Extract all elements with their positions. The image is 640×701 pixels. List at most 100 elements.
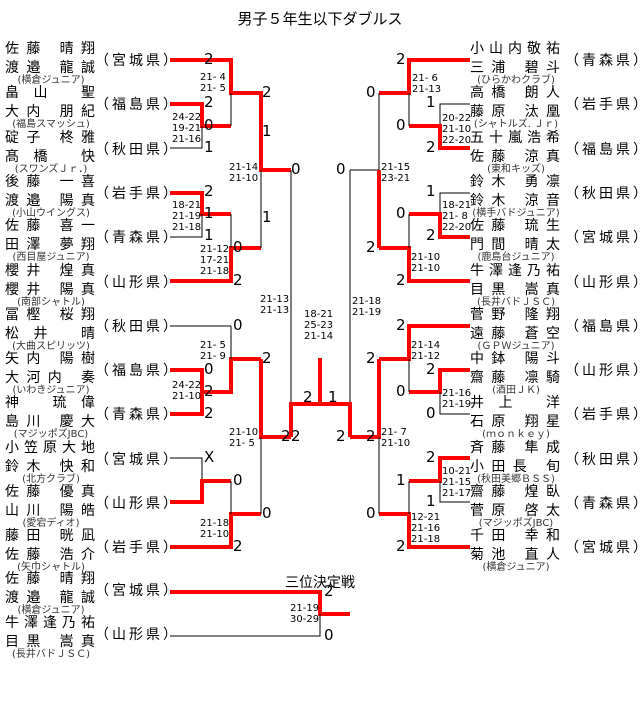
game-scores: 24-22 19-21 21-16 [172,112,202,145]
match-score: 0 [233,471,243,489]
player-names: 牛澤逢乃祐目黒 嵩真 [470,262,562,300]
player-names: 鈴木 勇凛鈴木 涼音 [470,173,562,211]
match-score: 2 [262,83,272,101]
game-scores: 21-14 21-10 [229,162,259,184]
player-name: 牛澤逢乃祐 [5,615,97,631]
team-entry: 藤田 晄凪佐藤 浩介（岩手県）(矢巾シャトル) [0,527,177,573]
match-score: 1 [204,204,214,222]
player-names: 碇子 柊雅髙橋 快 [5,129,97,167]
player-names: 斉藤 隼成小田長 旬 [470,439,562,477]
match-score: 1 [262,122,272,140]
match-score: 2 [336,427,346,445]
game-scores: 24-22 21-10 [172,380,202,402]
player-name: 目黒 嵩真 [470,281,562,298]
prefecture: （岩手県） [95,540,180,557]
club-name: (愛宕ディオ) [22,518,80,529]
player-name: 佐藤 喜一 [5,218,97,235]
player-name: 碇子 柊雅 [5,129,97,146]
match-score: 2 [396,271,406,289]
prefecture: （青森県） [95,407,180,424]
game-scores: 21-18 21-10 [200,518,230,540]
game-scores: 21-13 21-13 [260,294,290,316]
player-name: 三浦 碧斗 [470,60,562,76]
prefecture: （秋田県） [95,318,180,335]
club-name: (マジッポズJBC) [478,518,554,529]
prefecture: （山形県） [95,274,180,291]
loser-path [170,457,203,481]
club-name: (北方クラブ) [22,473,80,485]
player-name: 五十嵐浩希 [470,129,562,146]
player-name: 齋藤 凛騎 [470,370,562,387]
player-names: 齋藤 煌臥菅原 啓太 [470,483,562,521]
team-entry: 碇子 柊雅髙橋 快（秋田県）(スワンズＪｒ．) [0,129,177,175]
player-names: 佐藤 優真山川 陽皓 [5,483,97,521]
winner-path [379,324,470,361]
player-name: 島川 慶大 [5,414,97,431]
game-scores: 21-14 21-12 [411,340,441,362]
match-score: 0 [233,316,243,334]
team-entry: 小笠原大地鈴木 快和（宮城県）(北方クラブ) [0,439,177,485]
match-score: 0 [204,116,214,134]
match-score: 2 [366,349,376,367]
game-scores: 21-16 21-19 [442,388,472,410]
game-scores: 21- 6 21-13 [412,73,442,95]
club-name: (横倉ジュニア) [17,75,85,86]
player-name: 大内 朋紀 [5,104,97,121]
match-score: 1 [426,182,436,200]
player-names: 矢内 陽樹大河内 奏 [5,350,97,388]
game-scores: 21- 4 21- 5 [200,72,226,94]
player-names: 中鉢 陽斗齋藤 凛騎 [470,350,562,388]
player-names: 牛澤逢乃祐目黒 嵩真 [5,614,97,652]
player-names: 櫻井 煌真櫻井 陽真 [5,262,97,300]
prefecture: （宮城県） [95,53,180,69]
match-score: 2 [426,448,436,466]
prefecture: （山形県） [565,363,640,380]
player-name: 菅原 啓太 [470,503,562,519]
match-score: 0 [262,504,272,522]
player-name: 目黒 嵩真 [5,634,97,650]
match-score: 2 [291,427,301,445]
prefecture: （宮城県） [565,540,640,557]
player-name: 小笠原大地 [5,439,97,456]
team-entry: 佐藤 晴翔渡邉 龍誠（宮城県）(横倉ジュニア) [0,40,177,86]
loser-path [170,126,203,149]
player-names: 菅野 隆翔遠藤 蒼空 [470,306,562,344]
player-name: 佐藤 優真 [5,484,97,500]
match-score: 0 [396,116,406,134]
match-score: 2 [426,138,436,156]
club-name: (ｍｏｎｋｅｙ) [482,429,550,441]
team-entry: 神 琉偉島川 慶大（青森県）(マジッポズJBC) [0,394,177,440]
match-score: 0 [233,238,243,256]
player-names: 藤田 晄凪佐藤 浩介 [5,527,97,565]
player-names: 五十嵐浩希佐藤 涼真 [470,129,562,167]
player-name: 佐藤 晴翔 [5,41,97,57]
game-scores: 10-21 21-15 21-17 [442,466,472,499]
winner-path [170,512,261,549]
club-name: (スワンズＪｒ．) [14,163,88,175]
club-name: (横倉ジュニア) [482,562,550,574]
winner-path [170,479,231,504]
player-name: 松井 晴 [5,325,97,342]
player-names: 冨樫 桜翔松井 晴 [5,306,97,344]
winner-path [409,456,470,483]
player-name: 藤原 汰凰 [470,104,562,121]
player-name: 田澤 夢翔 [5,237,97,254]
team-entry: 後藤 一喜渡邉 陽真（岩手県）(小山ウイングス) [0,173,177,219]
match-score: 2 [396,50,406,68]
match-score: 0 [324,626,334,644]
match-score: 1 [328,388,338,406]
match-score: 2 [426,226,436,244]
club-name: (福島スマッシュ) [12,119,90,131]
loser-path [439,392,470,415]
match-score: 0 [396,204,406,222]
prefecture: （山形県） [95,627,180,643]
winner-path [259,359,291,439]
winner-path [379,512,470,549]
club-name: (ＧＰＷジュニア) [477,340,555,352]
winner-path [350,359,381,439]
match-score: 2 [204,382,214,400]
player-name: 鈴木 快和 [5,458,97,475]
club-name: (ひらかわクラブ) [477,75,555,86]
player-name: 井上 洋 [470,395,562,412]
